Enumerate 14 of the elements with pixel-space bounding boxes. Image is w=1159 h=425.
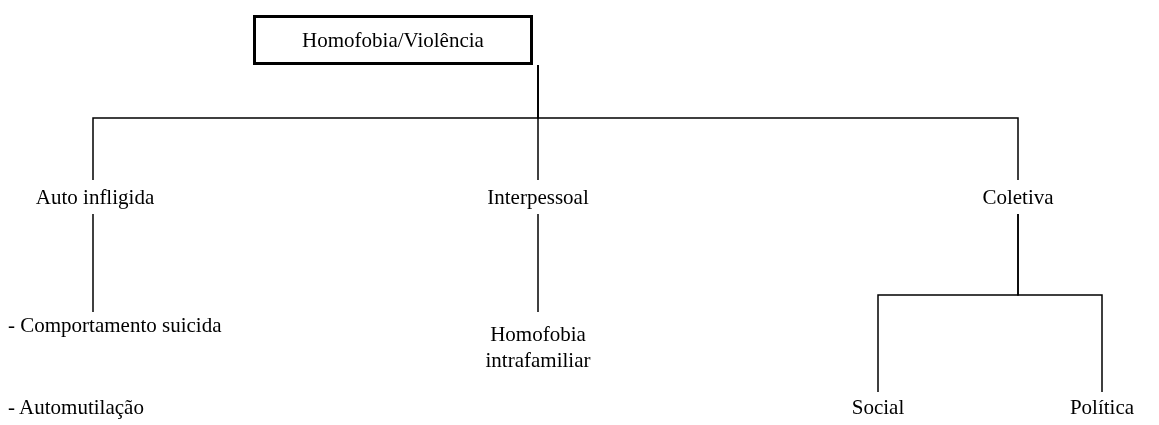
connector-line	[1017, 213, 1103, 393]
node-text: Social	[851, 393, 905, 421]
node-text: Homofobia/Violência	[302, 26, 484, 54]
title-box	[253, 15, 533, 65]
node-text: Auto infligida	[35, 183, 155, 211]
node-text: - Comportamento suicida	[8, 312, 222, 339]
node-text: Coletiva	[982, 183, 1054, 211]
connector-line	[537, 64, 1019, 181]
node-text: Política	[1069, 393, 1135, 421]
node-text: Homofobia intrafamiliar	[484, 320, 592, 374]
node-text: - Automutilação	[8, 393, 144, 420]
node-text: Interpessoal	[487, 183, 589, 211]
connector-line	[537, 213, 539, 313]
connector-line	[92, 213, 94, 313]
